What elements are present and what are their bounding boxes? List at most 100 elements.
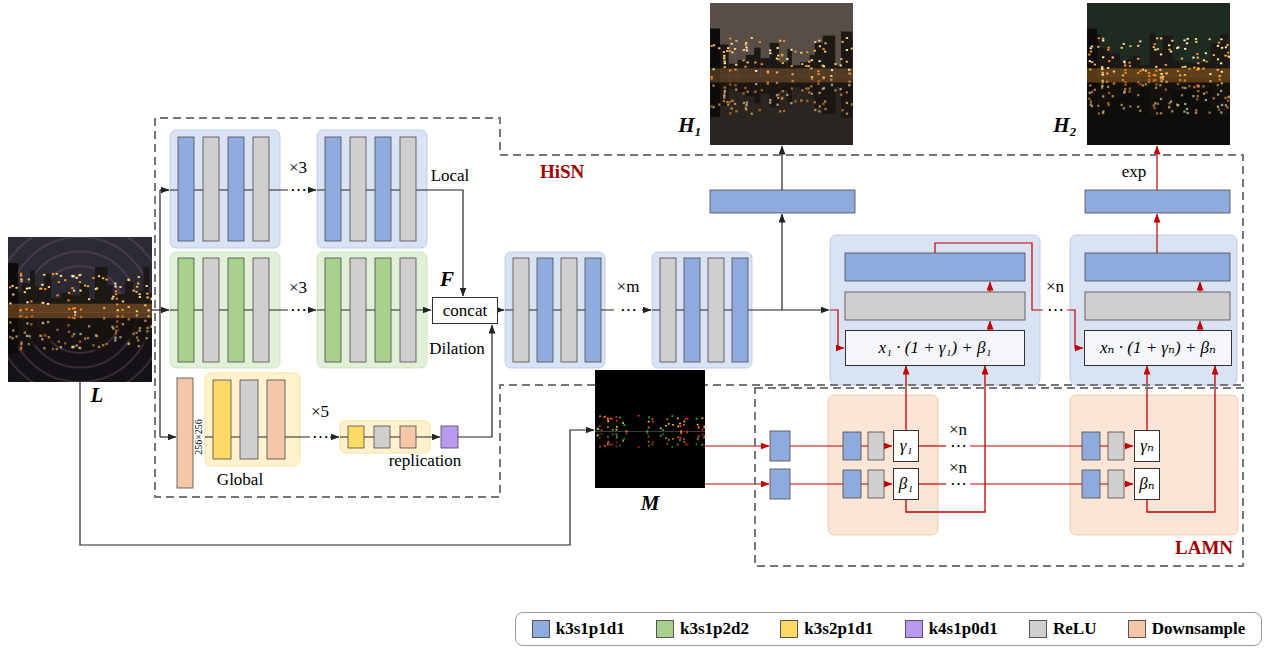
light xyxy=(1182,66,1184,68)
light xyxy=(1184,66,1186,68)
light-reflection xyxy=(79,333,81,335)
light xyxy=(718,47,720,49)
light-reflection xyxy=(818,80,820,82)
light xyxy=(115,290,117,292)
wire xyxy=(308,189,316,190)
light xyxy=(11,285,13,287)
light-reflection xyxy=(807,87,809,89)
light xyxy=(1129,45,1131,47)
wire xyxy=(830,310,844,348)
light xyxy=(599,425,601,427)
light xyxy=(1089,69,1091,71)
light-reflection xyxy=(1221,104,1223,106)
modulation-arrow xyxy=(905,366,906,430)
light-reflection xyxy=(20,346,22,348)
legend-item: k3s1p1d1 xyxy=(532,619,625,639)
light xyxy=(71,287,73,289)
light-reflection xyxy=(624,438,626,440)
light-reflection xyxy=(1153,79,1155,81)
light xyxy=(92,277,94,279)
light-reflection xyxy=(782,90,784,92)
light-reflection xyxy=(135,332,137,334)
light xyxy=(24,291,26,293)
light-reflection xyxy=(151,325,153,327)
gamma-box: γₙ xyxy=(1134,430,1160,462)
light-reflection xyxy=(128,318,130,320)
light xyxy=(42,302,44,304)
light-reflection xyxy=(1137,94,1139,96)
light xyxy=(56,294,58,296)
light-reflection xyxy=(52,348,54,350)
light-reflection xyxy=(1156,112,1158,114)
wire xyxy=(989,321,990,330)
water xyxy=(710,77,853,145)
wire xyxy=(705,445,769,446)
light-reflection xyxy=(841,109,843,111)
light-reflection xyxy=(761,89,763,91)
light xyxy=(1107,67,1109,69)
light-reflection xyxy=(805,87,807,89)
light-reflection xyxy=(834,89,836,91)
light xyxy=(846,61,848,63)
light-reflection xyxy=(783,110,785,112)
light-reflection xyxy=(713,106,715,108)
light xyxy=(607,417,609,419)
light-reflection xyxy=(1160,77,1162,79)
light xyxy=(610,418,612,420)
light-reflection xyxy=(794,100,796,102)
light xyxy=(20,273,22,275)
light-reflection xyxy=(846,102,848,104)
region-title: HiSN xyxy=(540,162,584,183)
light xyxy=(117,309,119,311)
light xyxy=(648,421,650,423)
light xyxy=(790,49,792,51)
light-reflection xyxy=(723,100,725,102)
light xyxy=(1156,37,1158,39)
light xyxy=(78,274,80,276)
light-reflection xyxy=(68,316,70,318)
light-reflection xyxy=(43,347,45,349)
light xyxy=(607,418,609,420)
annotation: Global xyxy=(217,471,263,489)
light xyxy=(830,75,832,77)
photo xyxy=(710,3,864,145)
conv-layer xyxy=(770,469,790,499)
light xyxy=(777,58,779,60)
light-reflection xyxy=(138,330,140,332)
light-reflection xyxy=(702,434,704,436)
light xyxy=(846,37,848,39)
light xyxy=(729,50,731,52)
light xyxy=(114,283,116,285)
light xyxy=(28,287,30,289)
light-reflection xyxy=(9,321,11,323)
annotation: ×3 xyxy=(289,159,307,177)
light xyxy=(26,301,28,303)
light xyxy=(1219,75,1221,77)
light xyxy=(624,424,626,426)
light-reflection xyxy=(115,330,117,332)
light-reflection xyxy=(1160,98,1162,100)
light-reflection xyxy=(686,432,688,434)
light-reflection xyxy=(599,446,601,448)
light xyxy=(1157,48,1159,50)
light-reflection xyxy=(19,315,21,317)
light-reflection xyxy=(122,323,124,325)
light xyxy=(1123,43,1125,45)
light xyxy=(1154,43,1156,45)
light-reflection xyxy=(1184,79,1186,81)
light-reflection xyxy=(814,101,816,103)
light-reflection xyxy=(1094,89,1096,91)
sky xyxy=(8,237,152,312)
light-reflection xyxy=(1220,111,1222,113)
light-reflection xyxy=(137,339,139,341)
light xyxy=(1148,75,1150,77)
light-reflection xyxy=(680,433,682,435)
light xyxy=(622,422,624,424)
conv-layer xyxy=(400,426,416,448)
wire xyxy=(160,189,169,190)
legend-swatch xyxy=(1029,620,1047,638)
light-reflection xyxy=(1153,104,1155,106)
light-reflection xyxy=(806,100,808,102)
light xyxy=(824,42,826,44)
light xyxy=(1091,46,1093,48)
